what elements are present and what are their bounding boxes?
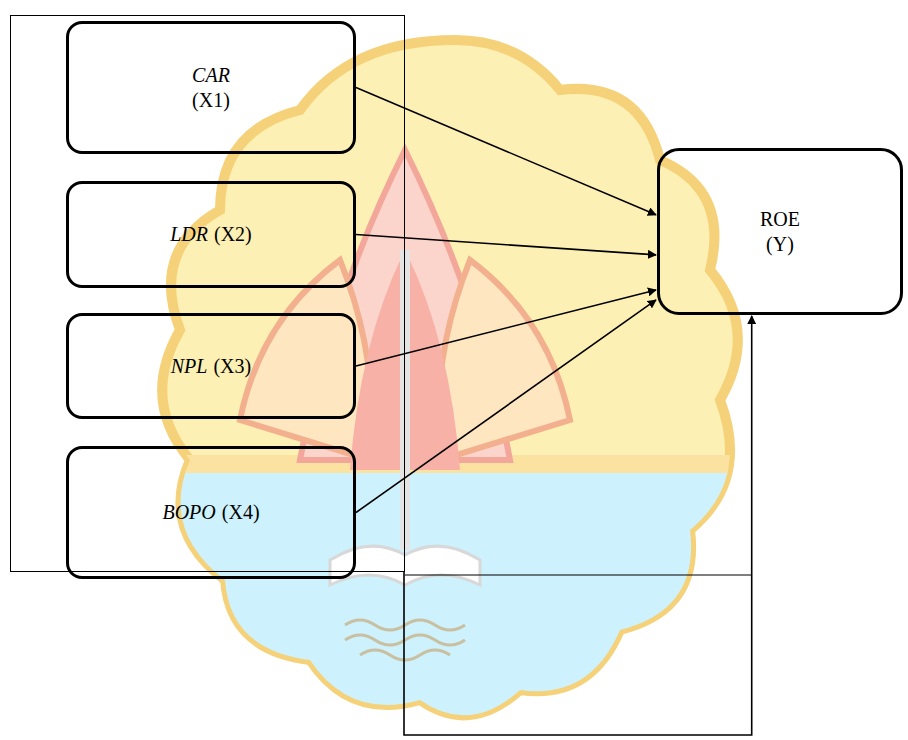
variable-box: BOPO (X4) [66,446,356,579]
variable-name: ROE [760,207,800,232]
variable-code: (X4) [222,500,260,525]
variable-group-frame: CAR(X1) LDR(X2) NPL(X3) BOPO (X4) [10,15,405,572]
variable-box: LDR(X2) [66,181,356,288]
arrow-connector [404,316,752,735]
variable-code: (X2) [214,222,252,247]
variable-name: CAR [192,63,230,88]
variable-code: (X3) [213,354,251,379]
variable-code: (Y) [766,232,794,257]
arrow-connector [356,300,656,513]
dependent-box: ROE(Y) [657,148,903,315]
arrow-connector [356,88,656,215]
logo-shield [150,40,770,740]
variable-name: BOPO [162,500,215,525]
frame-line [405,574,752,575]
variable-name: LDR [170,222,208,247]
variable-box: CAR(X1) [66,21,356,154]
arrow-connector [356,235,656,255]
arrow-connector [356,290,656,366]
variable-code: (X1) [192,88,230,113]
variable-box: NPL(X3) [66,313,356,419]
variable-name: NPL [171,354,208,379]
